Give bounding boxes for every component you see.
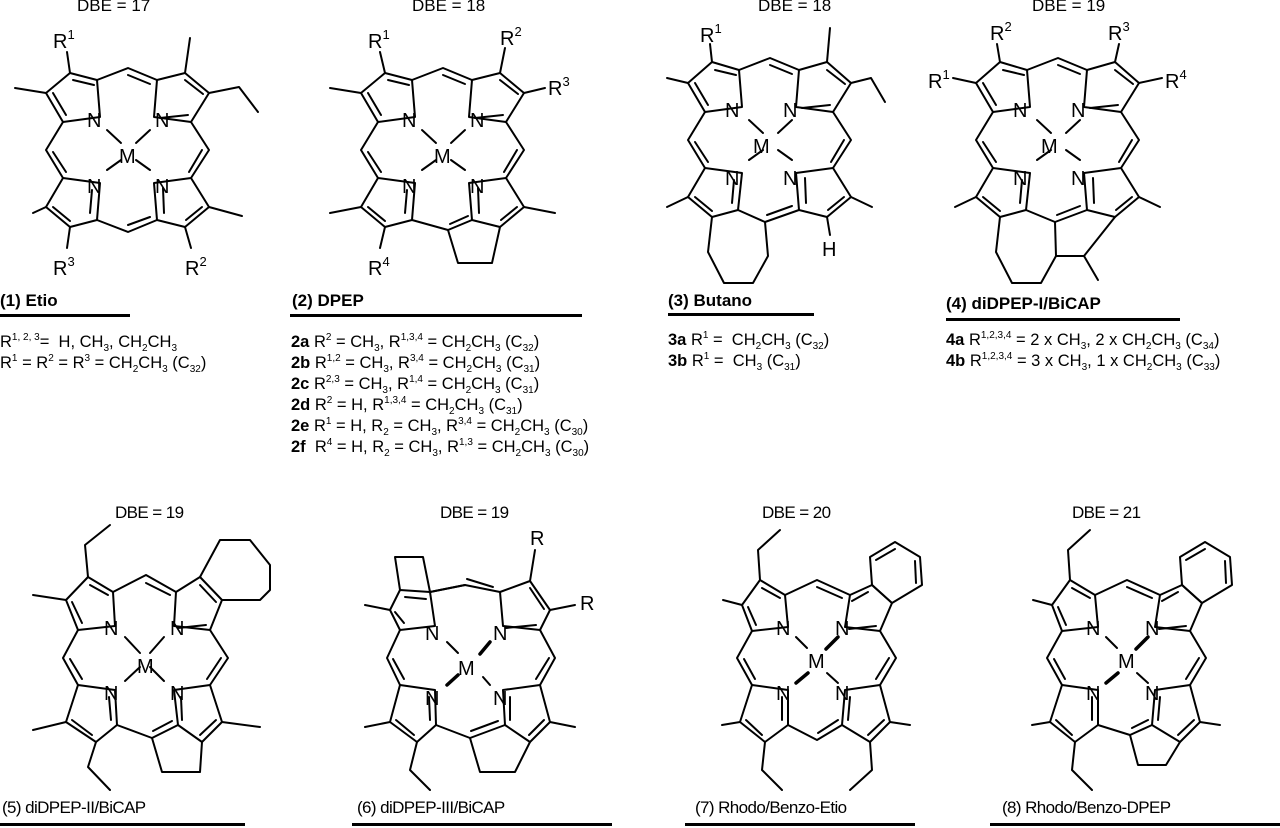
structure-etio: N N N N M R1 R3 R2 (14, 27, 259, 280)
rule-dpep (290, 314, 582, 317)
svg-text:N: N (425, 623, 439, 645)
svg-text:R1: R1 (928, 67, 950, 93)
rule-rhodo-benzo-dpep (990, 823, 1280, 826)
atom-n: N (87, 110, 101, 132)
atom-m: M (119, 146, 136, 168)
atom-n: N (155, 110, 169, 132)
svg-text:R: R (530, 528, 544, 550)
svg-text:R2: R2 (185, 254, 207, 280)
dbe-label-2: DBE = 18 (412, 0, 486, 15)
svg-text:R2: R2 (990, 19, 1012, 45)
svg-text:N: N (170, 618, 184, 640)
svg-text:N: N (425, 688, 439, 710)
svg-text:N: N (402, 110, 416, 132)
structure-didpep-ii: N N N N M (32, 524, 271, 791)
svg-text:N: N (470, 110, 484, 132)
svg-text:M: M (808, 651, 825, 673)
svg-text:R4: R4 (1165, 67, 1187, 93)
svg-text:N: N (776, 618, 790, 640)
structure-dpep: N N N N M R1 R2 R3 R4 (329, 24, 570, 280)
rule-rhodo-benzo-etio (685, 823, 915, 826)
svg-text:M: M (1118, 651, 1135, 673)
structure-rhodo-benzo-dpep: N N N N M (1031, 529, 1233, 791)
rule-didpep-iii (352, 823, 612, 826)
structure-butano: N N N N M R1 H (666, 21, 886, 284)
title-rhodo-benzo-dpep: (8) Rhodo/Benzo-DPEP (1002, 798, 1171, 817)
title-etio: (1) Etio (0, 291, 58, 310)
svg-text:R: R (580, 593, 594, 615)
desc-dpep: 2a R2 = CH3, R1,3,4 = CH2CH3 (C32) 2b R1… (291, 332, 590, 459)
title-didpep-iii: (6) diDPEP-III/BiCAP (357, 798, 505, 817)
svg-text:R1: R1 (700, 21, 722, 47)
svg-text:N: N (1145, 618, 1159, 640)
svg-text:N: N (1071, 100, 1085, 122)
structure-rhodo-benzo-etio: N N N N M (721, 529, 923, 791)
svg-text:R1: R1 (368, 27, 390, 53)
rule-butano (668, 313, 814, 316)
svg-text:R3: R3 (548, 74, 570, 100)
svg-text:R3: R3 (53, 254, 75, 280)
dbe-label-4: DBE = 19 (1032, 0, 1106, 15)
svg-text:N: N (783, 100, 797, 122)
atom-n: N (155, 176, 169, 198)
svg-text:N: N (1086, 618, 1100, 640)
svg-text:H: H (822, 239, 836, 261)
rule-didpep-ii (0, 823, 245, 826)
svg-text:M: M (1041, 136, 1058, 158)
svg-text:M: M (458, 658, 475, 680)
title-butano: (3) Butano (668, 291, 753, 310)
svg-text:R2: R2 (500, 24, 522, 50)
svg-text:N: N (170, 683, 184, 705)
dbe-label-6: DBE = 19 (440, 503, 509, 522)
dbe-label-1: DBE = 17 (77, 0, 151, 15)
svg-text:N: N (725, 168, 739, 190)
structure-didpep-i: N N N N M R1 R2 R3 R4 (928, 19, 1187, 284)
title-dpep: (2) DPEP (292, 291, 364, 310)
svg-text:R1: R1 (53, 27, 75, 53)
svg-text:R4: R4 (368, 254, 390, 280)
desc-etio: R1, 2, 3= H, CH3, CH2CH3 R1 = R2 = R3 = … (0, 332, 207, 375)
svg-text:M: M (434, 146, 451, 168)
svg-text:N: N (783, 168, 797, 190)
rule-didpep-i (946, 318, 1180, 321)
desc-didpep-i: 4a R1,2,3,4 = 2 x CH3, 2 x CH2CH3 (C34) … (946, 330, 1221, 373)
svg-text:M: M (137, 656, 154, 678)
title-didpep-ii: (5) diDPEP-II/BiCAP (2, 798, 146, 817)
svg-text:N: N (776, 683, 790, 705)
svg-text:N: N (725, 100, 739, 122)
atom-n: N (87, 176, 101, 198)
svg-text:N: N (1071, 168, 1085, 190)
svg-text:M: M (753, 136, 770, 158)
svg-text:N: N (493, 623, 507, 645)
title-didpep-i: (4) diDPEP-I/BiCAP (946, 294, 1101, 313)
svg-text:N: N (1086, 683, 1100, 705)
desc-butano: 3a R1 = CH2CH3 (C32) 3b R1 = CH3 (C31) (668, 330, 830, 373)
svg-text:N: N (1145, 683, 1159, 705)
svg-text:N: N (104, 618, 118, 640)
svg-text:N: N (402, 176, 416, 198)
svg-text:N: N (104, 683, 118, 705)
svg-text:N: N (1013, 100, 1027, 122)
structure-didpep-iii: N N N N M R R (364, 528, 594, 791)
title-rhodo-benzo-etio: (7) Rhodo/Benzo-Etio (695, 798, 847, 817)
dbe-label-8: DBE = 21 (1072, 503, 1141, 522)
svg-text:N: N (493, 688, 507, 710)
dbe-label-5: DBE = 19 (115, 503, 184, 522)
svg-text:N: N (835, 618, 849, 640)
svg-text:R3: R3 (1108, 19, 1130, 45)
svg-text:N: N (835, 683, 849, 705)
svg-text:N: N (1013, 168, 1027, 190)
svg-text:N: N (470, 176, 484, 198)
dbe-label-3: DBE = 18 (758, 0, 832, 15)
rule-etio (0, 314, 130, 317)
dbe-label-7: DBE = 20 (762, 503, 831, 522)
